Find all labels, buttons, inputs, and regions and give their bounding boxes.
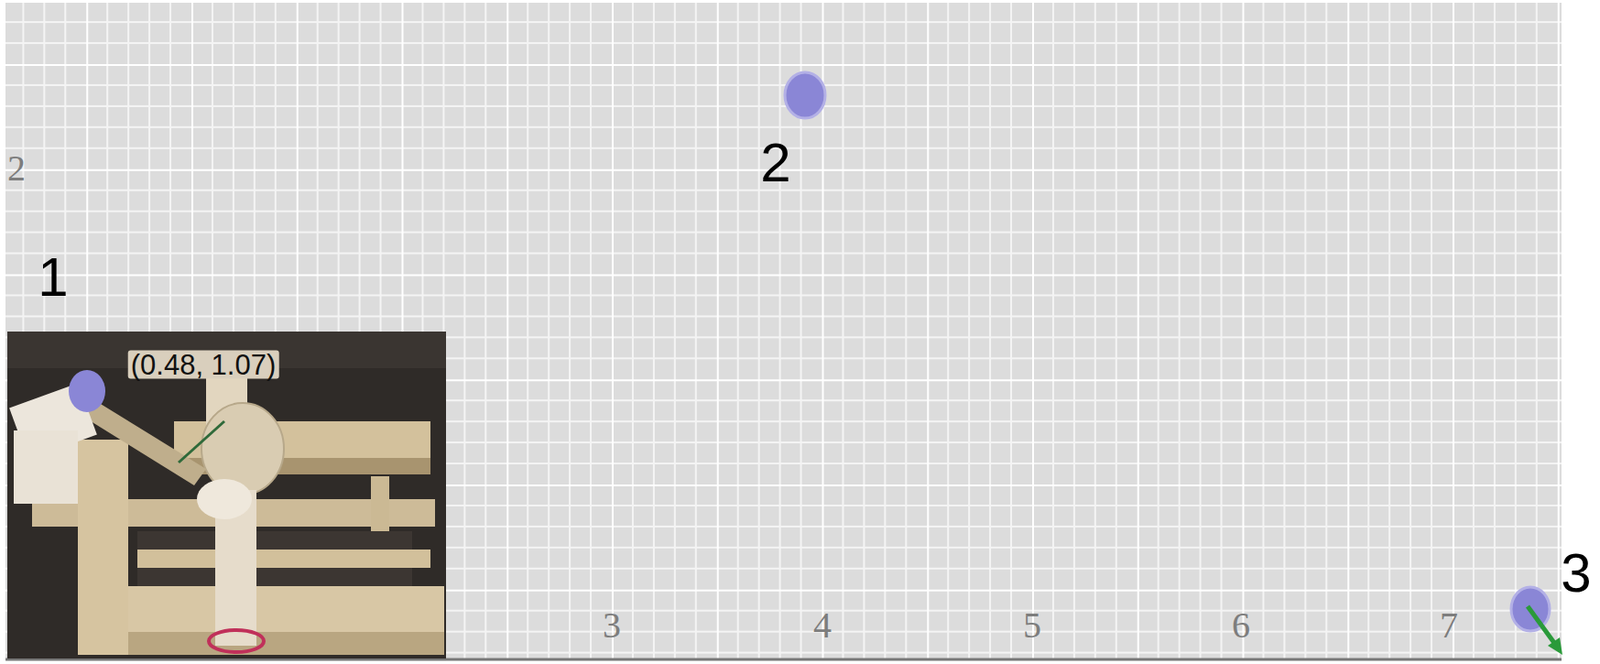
velocity-arrow: [1527, 606, 1557, 647]
axis-tick-label: 7: [1439, 607, 1459, 644]
callout-number: 2: [760, 135, 791, 191]
photo-inset: [7, 331, 447, 659]
ball-marker: [784, 72, 826, 119]
axis-tick-label: 5: [1023, 607, 1042, 644]
arrow-head: [1547, 637, 1563, 655]
axis-tick-label: 3: [602, 607, 621, 644]
axis-tick-label: 2: [7, 150, 26, 187]
callout-number: 3: [1560, 545, 1591, 601]
axis-tick-label: 6: [1231, 607, 1251, 644]
grid: [5, 2, 1562, 659]
callout-number: 1: [37, 250, 68, 305]
coordinate-readout: (0.48, 1.07): [128, 350, 280, 380]
axis-tick-label: 4: [813, 607, 832, 644]
